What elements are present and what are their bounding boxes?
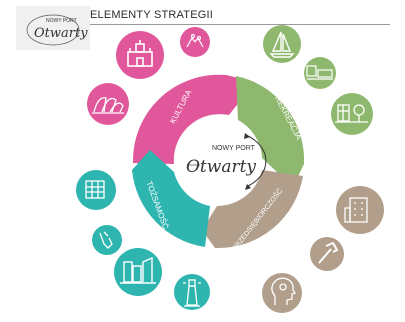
segment-rekreacja [236, 76, 305, 187]
hands-icon [180, 27, 210, 57]
office-building-icon [336, 186, 384, 234]
small-logo-line2: Otwarty [34, 26, 88, 41]
building-tree-icon [331, 93, 373, 135]
tram-icon [304, 57, 336, 89]
page-title: ELEMENTY STRATEGII [90, 9, 213, 21]
center-logo-line2: Otwarty [186, 157, 256, 177]
factory-building-icon [76, 170, 116, 210]
castle-icon [116, 31, 164, 79]
small-logo-line1: NOWY PORT [46, 18, 77, 24]
center-logo-line1: NOWY PORT [212, 145, 256, 152]
hammer-icon [310, 237, 344, 271]
title-divider [90, 24, 390, 25]
handshake-icon [92, 225, 122, 255]
small-logo: NOWY PORT Otwarty [16, 6, 90, 50]
center-circle [174, 116, 262, 204]
head-gears-icon [262, 273, 302, 313]
sailboat-icon [263, 25, 301, 63]
opera-house-icon [87, 83, 129, 125]
lighthouse-icon [174, 274, 210, 310]
city-buildings-icon [114, 248, 162, 296]
center-logo: NOWY PORT Otwarty [186, 133, 267, 190]
segment-tozsamosc [132, 150, 210, 247]
segment-kultura [132, 74, 255, 164]
segment-przedsiebiorczosc [202, 170, 303, 249]
